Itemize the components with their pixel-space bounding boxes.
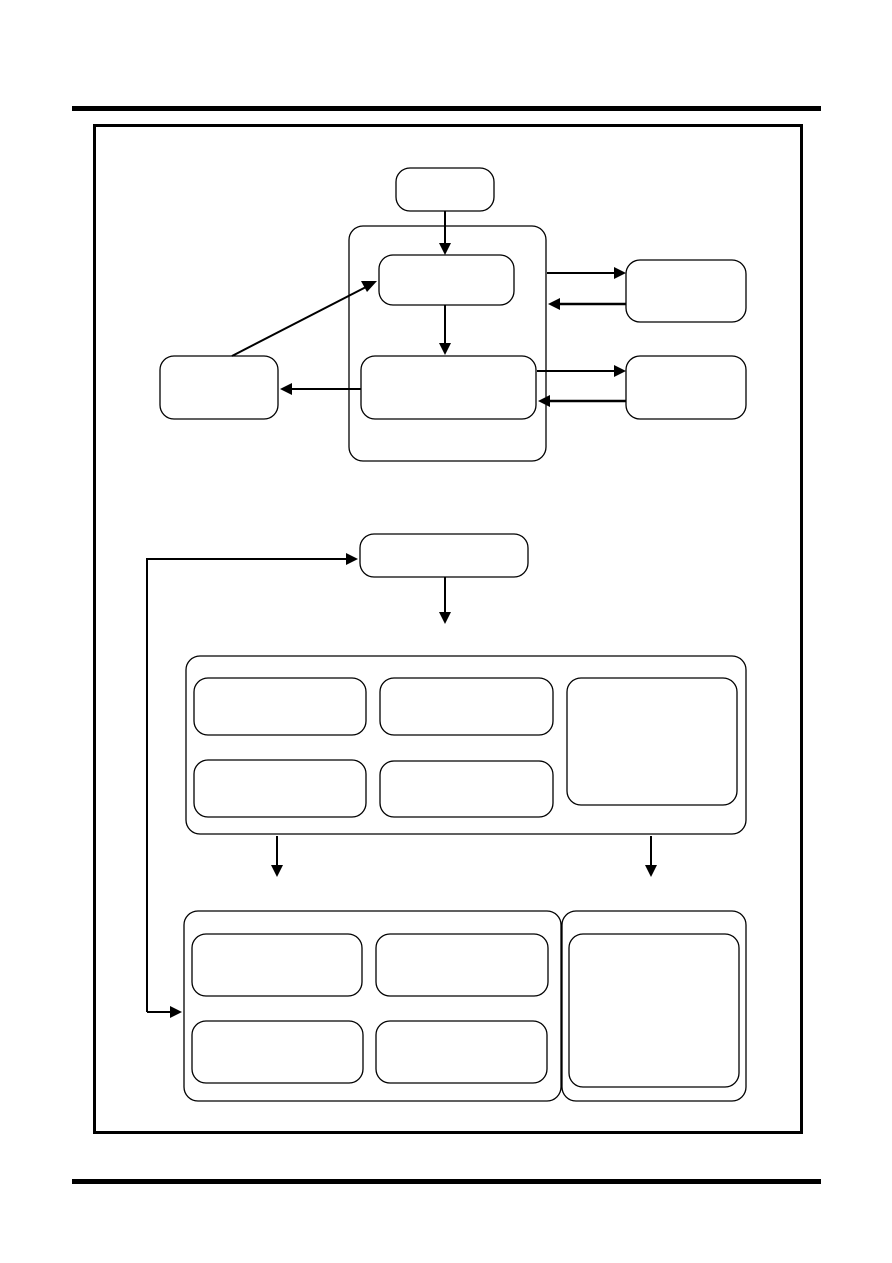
footer-rule xyxy=(72,1179,821,1184)
arrow-start-to-group-top xyxy=(439,211,451,255)
arrow-loop-to-bottom-left-group xyxy=(147,1006,182,1018)
start-node xyxy=(395,167,495,212)
group-bottom-node xyxy=(360,355,537,420)
right-bottom-node xyxy=(625,355,747,420)
header-rule xyxy=(72,106,821,111)
left-node xyxy=(159,355,279,420)
bottom-left-cell-2 xyxy=(375,933,549,997)
arrow-loop-to-lower-top xyxy=(146,553,358,1012)
bottom-right-cell-1 xyxy=(568,933,740,1088)
bottom-left-cell-4 xyxy=(375,1020,548,1084)
middle-cell-4 xyxy=(193,759,367,818)
lower-top-node xyxy=(359,533,529,578)
arrow-group-to-right-top xyxy=(547,267,626,279)
arrow-middle-to-bottom-right xyxy=(645,836,657,877)
arrow-middle-to-bottom-left xyxy=(271,836,283,877)
group-top-node xyxy=(378,254,515,306)
diagram-frame xyxy=(93,124,803,1134)
middle-cell-3 xyxy=(566,677,738,806)
arrow-group-top-to-bottom xyxy=(439,305,451,355)
middle-cell-5 xyxy=(379,760,554,818)
arrow-right-top-to-group xyxy=(548,298,626,310)
arrow-group-bottom-to-left xyxy=(280,383,361,395)
middle-cell-1 xyxy=(193,677,367,736)
bottom-left-cell-1 xyxy=(191,933,363,997)
arrow-left-to-group-top xyxy=(231,281,377,357)
arrow-lower-top-to-middle xyxy=(439,577,451,624)
middle-cell-2 xyxy=(379,677,554,736)
arrow-group-bottom-to-right-bottom xyxy=(537,365,626,377)
bottom-left-cell-3 xyxy=(191,1020,364,1084)
arrow-right-bottom-to-group-bottom xyxy=(538,395,626,407)
right-top-node xyxy=(625,259,747,323)
